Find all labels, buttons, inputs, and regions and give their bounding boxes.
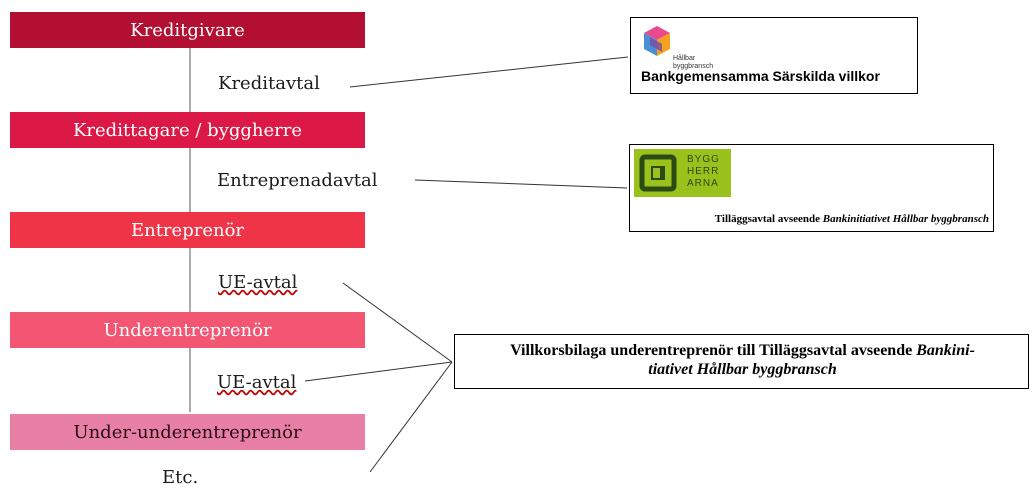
- etc-connector: [369, 361, 453, 473]
- appendix-title-prefix: Villkorsbilaga underentreprenör till Til…: [510, 342, 917, 359]
- box-underentreprenor-label: Underentreprenör: [103, 319, 272, 341]
- box-entreprenor: Entreprenör: [10, 212, 365, 248]
- hallbar-logo-text: Hållbar byggbransch: [673, 55, 713, 71]
- box-underentreprenor: Underentreprenör: [10, 312, 365, 348]
- appendix-title: Villkorsbilaga underentreprenör till Til…: [455, 341, 1030, 379]
- document-appendix: Villkorsbilaga underentreprenör till Til…: [454, 334, 1029, 389]
- appendix-title-italic-2: tiativet Hållbar byggbransch: [648, 361, 837, 378]
- box-kredittagare-label: Kredittagare / byggherre: [72, 119, 303, 141]
- agreement-ue-avtal-1: UE-avtal: [218, 272, 297, 293]
- logo-word-2: HERR: [687, 166, 720, 177]
- ue-avtal-2-connector: [304, 361, 453, 382]
- agreement-ue-avtal-2: UE-avtal: [217, 372, 296, 393]
- agreement-entreprenadavtal: Entreprenadavtal: [217, 170, 378, 191]
- box-kredittagare: Kredittagare / byggherre: [10, 112, 365, 148]
- box-kreditgivare-label: Kreditgivare: [130, 19, 245, 41]
- logo-word-3: ARNA: [687, 178, 719, 189]
- box-under-underentreprenor: Under-underentreprenör: [10, 414, 365, 450]
- agreement-ue-avtal-1-label: UE-avtal: [218, 272, 298, 293]
- hallbar-logo-text-1: Hållbar: [673, 55, 696, 62]
- supplement-title-italic: Bankinitiativet Hållbar byggbransch: [822, 213, 989, 225]
- agreement-etc: Etc.: [162, 467, 199, 488]
- box-entreprenor-label: Entreprenör: [130, 219, 245, 241]
- hallbar-byggbransch-logo-icon: [644, 26, 670, 56]
- document-supplement-agreement: BYGG HERR ARNA Tilläggsavtal avseende Ba…: [629, 144, 994, 232]
- logo-word-1: BYGG: [687, 154, 720, 165]
- document-bank-terms: Hållbar byggbransch Bankgemensamma Särsk…: [630, 17, 918, 94]
- bank-terms-title: Bankgemensamma Särskilda villkor: [641, 68, 880, 84]
- byggherrarna-logo-wordmark: BYGG HERR ARNA: [681, 149, 731, 197]
- agreement-kreditavtal: Kreditavtal: [218, 73, 320, 94]
- entreprenadavtal-connector: [414, 179, 628, 189]
- agreement-ue-avtal-2-label: UE-avtal: [217, 372, 297, 393]
- appendix-title-italic-1: Bankini-: [916, 342, 975, 359]
- supplement-title-prefix: Tilläggsavtal avseende: [714, 213, 823, 225]
- kreditavtal-connector: [349, 56, 629, 88]
- hallbar-logo-text-2: byggbransch: [673, 63, 714, 70]
- box-kreditgivare: Kreditgivare: [10, 12, 365, 48]
- ue-avtal-1-connector: [342, 282, 453, 363]
- box-under-underentreprenor-label: Under-underentreprenör: [73, 421, 302, 443]
- byggherrarna-logo-icon: [634, 149, 682, 197]
- supplement-agreement-title: Tilläggsavtal avseende Bankinitiativet H…: [715, 213, 989, 225]
